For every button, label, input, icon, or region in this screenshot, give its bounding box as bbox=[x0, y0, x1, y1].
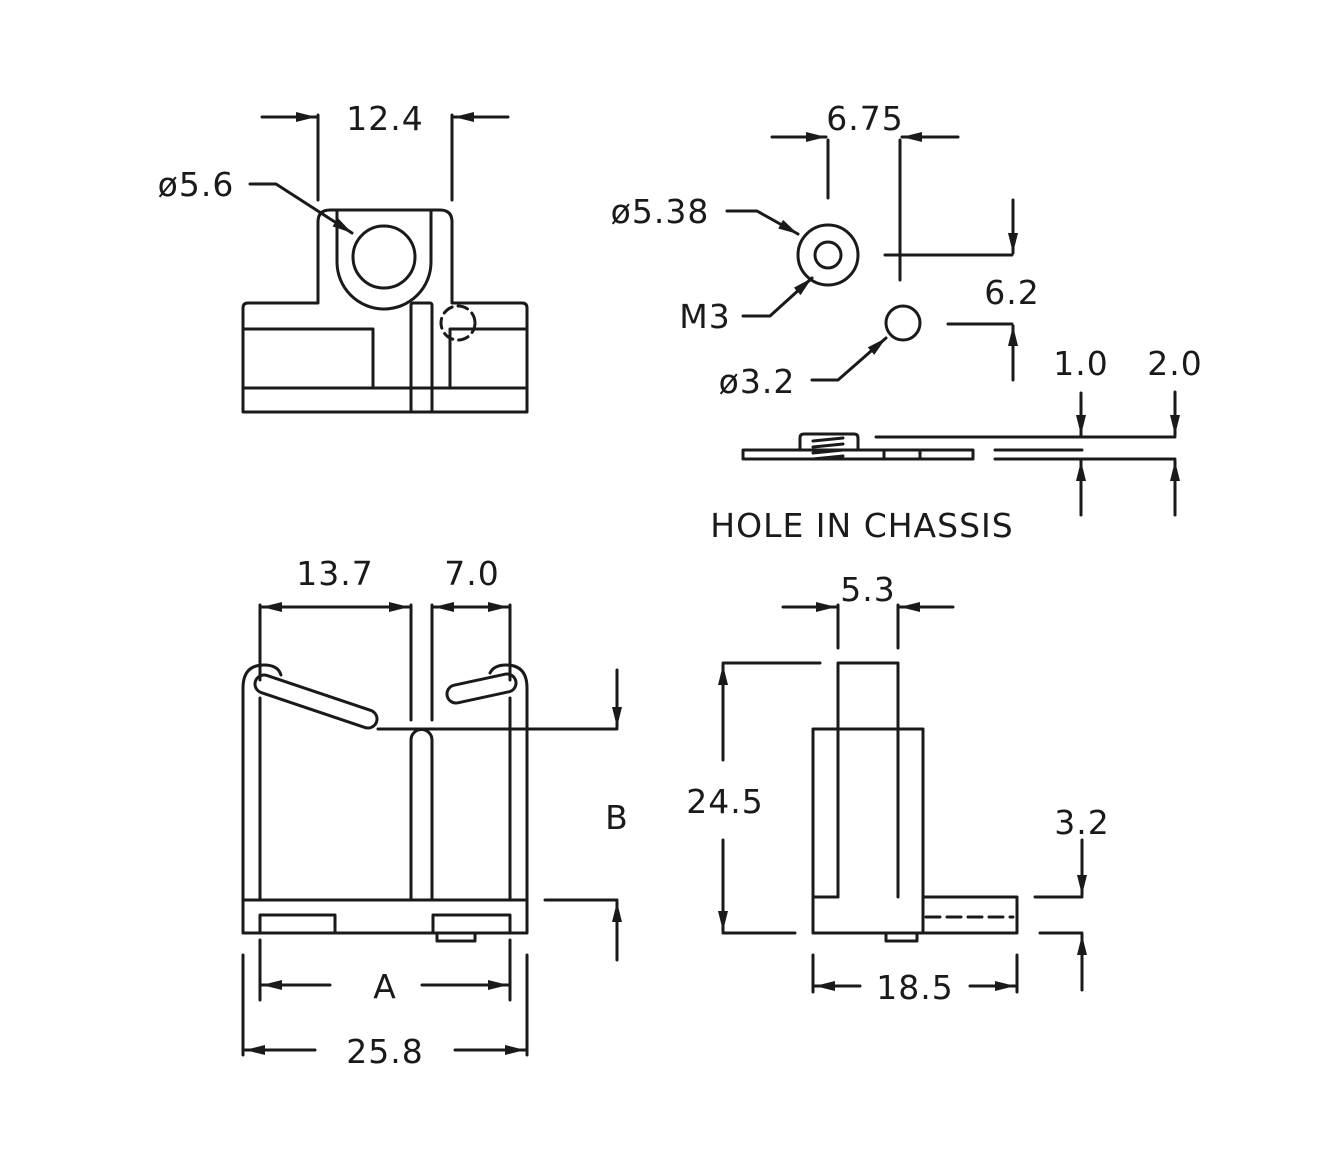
mount-hole bbox=[351, 224, 417, 290]
top-view: 12.4 ø5.6 bbox=[158, 99, 529, 414]
front-view: 13.7 7.0 B A 25.8 bbox=[241, 554, 629, 1071]
dim-left-gap: 13.7 bbox=[296, 554, 373, 593]
dim-height: 24.5 bbox=[686, 782, 763, 821]
dim-hole-dia: ø5.6 bbox=[158, 165, 235, 204]
dim-foot-height: 3.2 bbox=[1054, 803, 1109, 842]
dim-pitch-y: 6.2 bbox=[984, 273, 1039, 312]
dim-clearance-dia: ø5.38 bbox=[611, 192, 710, 231]
dim-chassis-max: 2.0 bbox=[1147, 344, 1202, 383]
dim-pin-dia: ø3.2 bbox=[719, 362, 796, 401]
hole-in-chassis-view: 6.75 6.2 ø5.38 M3 ø3.2 1.0 2.0 HOLE IN C… bbox=[611, 99, 1202, 545]
dim-overall-width: 25.8 bbox=[346, 1032, 423, 1071]
dim-inner-width-a: A bbox=[373, 967, 397, 1006]
dim-pitch-x: 6.75 bbox=[826, 99, 903, 138]
dim-depth: 18.5 bbox=[876, 968, 953, 1007]
dim-height-b: B bbox=[605, 798, 629, 837]
side-view: 24.5 5.3 3.2 18.5 bbox=[686, 570, 1109, 1007]
dim-post-width: 5.3 bbox=[840, 570, 895, 609]
dim-thread: M3 bbox=[679, 297, 730, 336]
dim-right-gap: 7.0 bbox=[444, 554, 499, 593]
dim-chassis-min: 1.0 bbox=[1053, 344, 1108, 383]
hole-in-chassis-title: HOLE IN CHASSIS bbox=[710, 506, 1013, 545]
dim-width: 12.4 bbox=[346, 99, 423, 138]
